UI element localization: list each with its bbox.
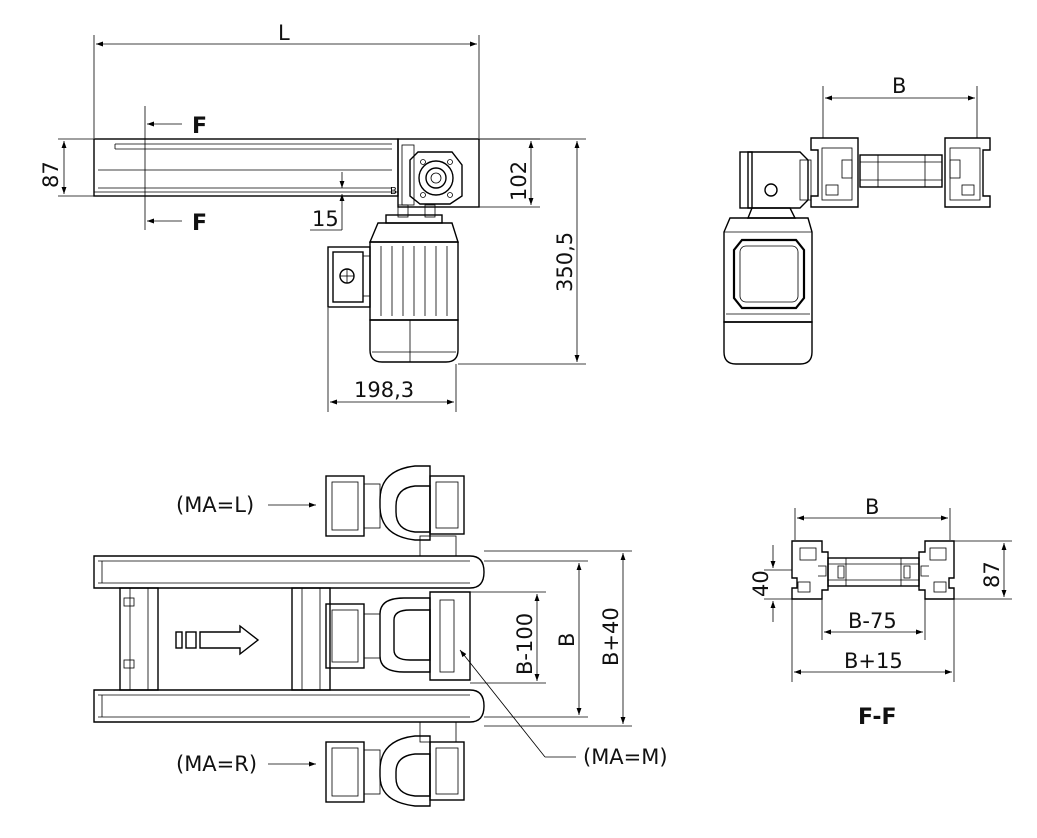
b-minus-75-label: B-75 [848, 609, 897, 633]
b-small-mark: B [390, 186, 397, 197]
length-label: L [278, 21, 290, 45]
side-view: L B F [39, 21, 586, 412]
section-ff: B 87 40 B-75 [749, 495, 1012, 730]
plan-b-label: B [555, 633, 579, 647]
motor-width-label: 198,3 [354, 378, 414, 402]
ff-height-40-label: 40 [749, 570, 773, 597]
label-ma-m: (MA=M) [583, 745, 668, 769]
b-plus-15-label: B+15 [844, 649, 903, 673]
height-87-label: 87 [39, 161, 63, 188]
section-f-bottom: F [192, 211, 207, 236]
motor-middle [325, 591, 471, 681]
front-width-b-label: B [892, 74, 906, 98]
height-102-label: 102 [507, 161, 531, 201]
drive-head [397, 138, 480, 218]
offset-15-label: 15 [312, 207, 339, 231]
total-height-label: 350,5 [553, 232, 577, 292]
motor-side [327, 214, 459, 363]
motor-right [325, 721, 465, 807]
front-view: B [723, 74, 991, 365]
b-minus-100-label: B-100 [513, 613, 537, 675]
conveyor-beam [93, 138, 399, 197]
motor-left [325, 465, 465, 557]
ff-height-87-label: 87 [980, 561, 1004, 588]
plan-view: B-100 B B+40 (MA=L) (MA=R) (MA=M) [93, 465, 668, 807]
label-ma-l: (MA=L) [176, 493, 254, 517]
label-ma-r: (MA=R) [176, 752, 257, 776]
ff-b-label: B [865, 495, 879, 519]
section-ff-title: F-F [858, 705, 897, 730]
flow-direction-arrow [175, 624, 260, 656]
section-f-top: F [192, 114, 207, 139]
b-plus-40-label: B+40 [599, 607, 623, 666]
